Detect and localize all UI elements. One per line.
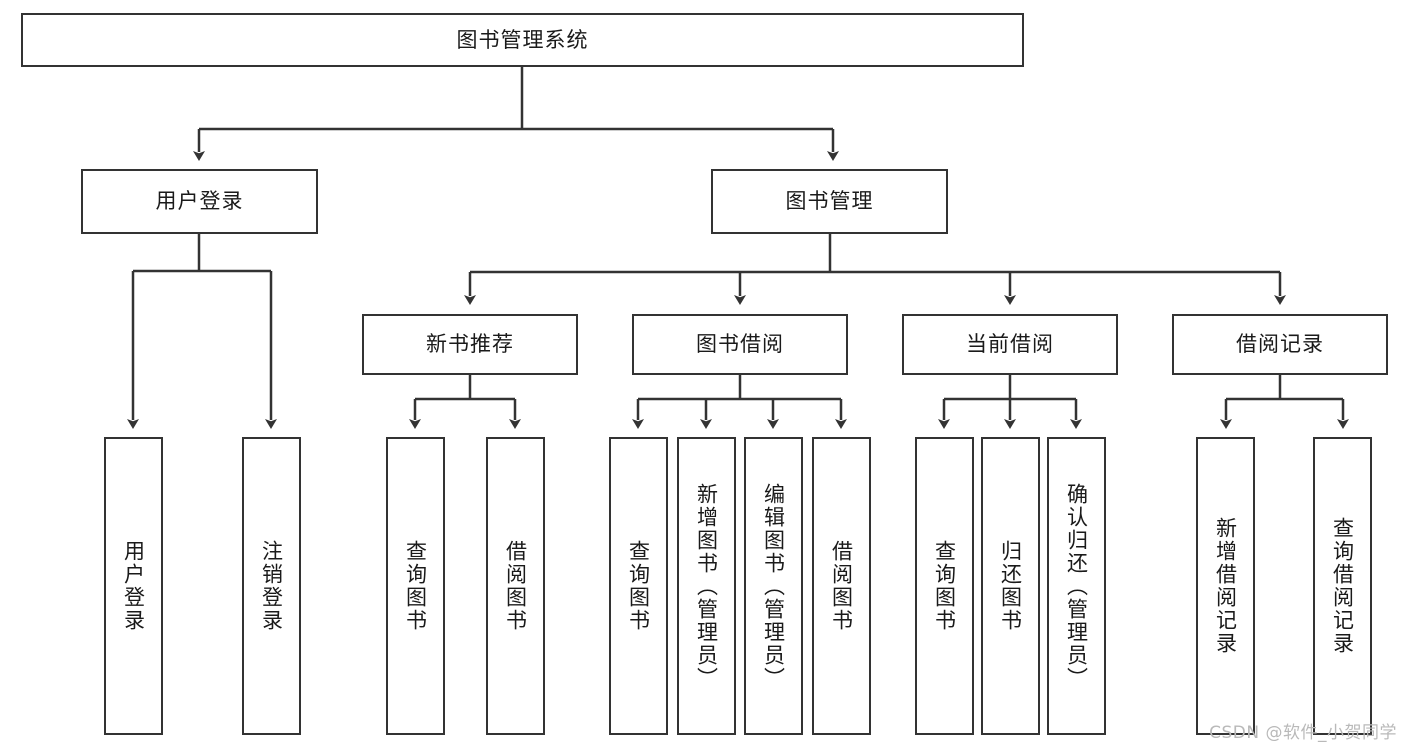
node-root[interactable]: 图书管理系统	[21, 13, 1024, 67]
node-leaf-query-record[interactable]: 查询借阅记录	[1313, 437, 1372, 735]
node-book-management[interactable]: 图书管理	[711, 169, 948, 234]
node-leaf-return-book-label: 归还图书	[998, 540, 1023, 632]
node-leaf-add-record-label: 新增借阅记录	[1213, 517, 1238, 655]
node-new-book-recommend-label: 新书推荐	[426, 332, 514, 357]
node-new-book-recommend[interactable]: 新书推荐	[362, 314, 578, 375]
node-leaf-user-login[interactable]: 用户登录	[104, 437, 163, 735]
node-leaf-add-book[interactable]: 新增图书（管理员）	[677, 437, 736, 735]
node-book-borrow[interactable]: 图书借阅	[632, 314, 848, 375]
node-leaf-user-login-label: 用户登录	[121, 540, 146, 632]
node-leaf-query-book-2-label: 查询图书	[626, 540, 651, 632]
node-leaf-confirm-return[interactable]: 确认归还（管理员）	[1047, 437, 1106, 735]
node-borrow-record-label: 借阅记录	[1236, 332, 1324, 357]
node-leaf-query-book-3[interactable]: 查询图书	[915, 437, 974, 735]
node-leaf-add-book-label: 新增图书（管理员）	[694, 482, 719, 690]
node-leaf-edit-book[interactable]: 编辑图书（管理员）	[744, 437, 803, 735]
node-book-management-label: 图书管理	[785, 189, 874, 214]
node-current-borrow-label: 当前借阅	[966, 332, 1054, 357]
node-leaf-borrow-book-2-label: 借阅图书	[829, 540, 854, 632]
node-root-label: 图书管理系统	[456, 27, 589, 52]
watermark: CSDN @软件_小贺同学	[1209, 723, 1397, 743]
node-leaf-query-book-2[interactable]: 查询图书	[609, 437, 668, 735]
node-user-login[interactable]: 用户登录	[81, 169, 318, 234]
node-leaf-return-book[interactable]: 归还图书	[981, 437, 1040, 735]
node-leaf-logout-label: 注销登录	[259, 540, 284, 632]
node-book-borrow-label: 图书借阅	[696, 332, 784, 357]
node-leaf-query-record-label: 查询借阅记录	[1330, 517, 1355, 655]
node-leaf-add-record[interactable]: 新增借阅记录	[1196, 437, 1255, 735]
node-leaf-borrow-book-1-label: 借阅图书	[503, 540, 528, 632]
node-leaf-borrow-book-2[interactable]: 借阅图书	[812, 437, 871, 735]
node-leaf-query-book-1[interactable]: 查询图书	[386, 437, 445, 735]
node-leaf-query-book-3-label: 查询图书	[932, 540, 957, 632]
node-leaf-query-book-1-label: 查询图书	[403, 540, 428, 632]
node-leaf-logout[interactable]: 注销登录	[242, 437, 301, 735]
node-borrow-record[interactable]: 借阅记录	[1172, 314, 1388, 375]
node-user-login-label: 用户登录	[155, 189, 244, 214]
node-leaf-borrow-book-1[interactable]: 借阅图书	[486, 437, 545, 735]
node-current-borrow[interactable]: 当前借阅	[902, 314, 1118, 375]
node-leaf-confirm-return-label: 确认归还（管理员）	[1064, 482, 1089, 690]
node-leaf-edit-book-label: 编辑图书（管理员）	[761, 482, 786, 690]
